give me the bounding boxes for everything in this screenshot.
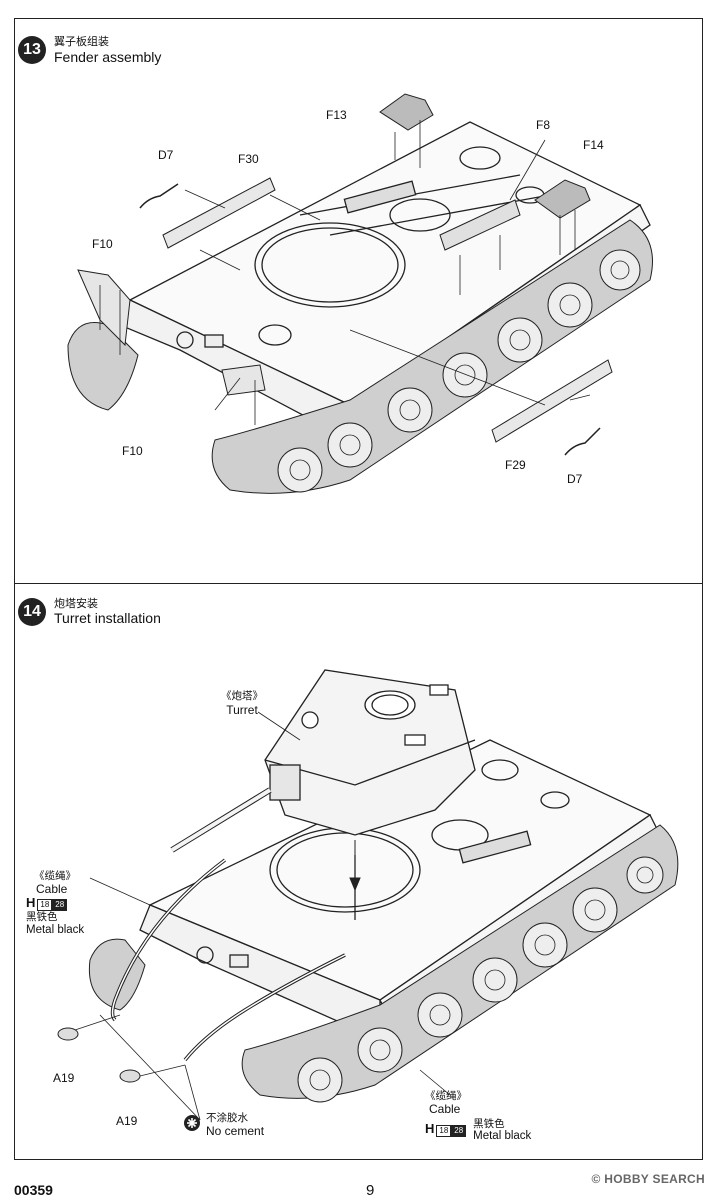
cable-right-cn: 《缆绳》 [425, 1090, 467, 1102]
cable-left-paint-code-2: 28 [52, 899, 68, 911]
step-14-hull-drawing [57, 669, 679, 1121]
cable-right-paint-code-2: 28 [451, 1124, 467, 1137]
turret-label-cn: 《炮塔》 [221, 690, 263, 702]
label-f10-left: F10 [92, 237, 113, 251]
product-code: 00359 [14, 1182, 53, 1198]
watermark: © HOBBY SEARCH [591, 1172, 705, 1186]
no-cement-icon [184, 1115, 200, 1131]
step-14-title-cn: 炮塔安装 [54, 598, 98, 610]
cable-right-en: Cable [429, 1102, 461, 1116]
step-14-number: 14 [18, 598, 46, 626]
no-cement-cn: 不涂胶水 [206, 1112, 248, 1124]
cable-left-color-cn: 黑铁色 [26, 911, 58, 923]
turret-label-en: Turret [226, 703, 258, 717]
label-f14: F14 [583, 138, 604, 152]
cable-left-en: Cable [36, 882, 68, 896]
step-14-title-en: Turret installation [54, 610, 161, 626]
label-d7-top: D7 [158, 148, 174, 162]
cable-right-paint-letter: H [425, 1120, 435, 1136]
label-f29: F29 [505, 458, 526, 472]
cable-right-color-cn: 黑铁色 [473, 1118, 505, 1130]
label-a19-bottom: A19 [116, 1114, 138, 1128]
label-f13: F13 [326, 108, 347, 122]
label-f8: F8 [536, 118, 551, 132]
no-cement-en: No cement [206, 1124, 265, 1138]
cable-left-paint-letter: H [26, 895, 36, 910]
cable-right-paint-code-1: 18 [436, 1124, 452, 1137]
step-13-hull-drawing [67, 93, 653, 494]
label-f10-bottom: F10 [122, 444, 143, 458]
cable-left-paint-code-1: 18 [37, 899, 53, 911]
label-d7-bottom: D7 [567, 472, 583, 486]
step-13-title-cn: 翼子板组装 [54, 36, 109, 48]
page-number: 9 [366, 1182, 375, 1199]
cable-left-color-en: Metal black [26, 924, 85, 936]
label-f30: F30 [238, 152, 259, 166]
cable-left-cn: 《缆绳》 [34, 870, 76, 882]
cable-right-color-en: Metal black [473, 1130, 532, 1142]
label-a19-left: A19 [53, 1071, 75, 1085]
step-13-title-en: Fender assembly [54, 49, 162, 65]
step-13-number: 13 [18, 36, 46, 64]
